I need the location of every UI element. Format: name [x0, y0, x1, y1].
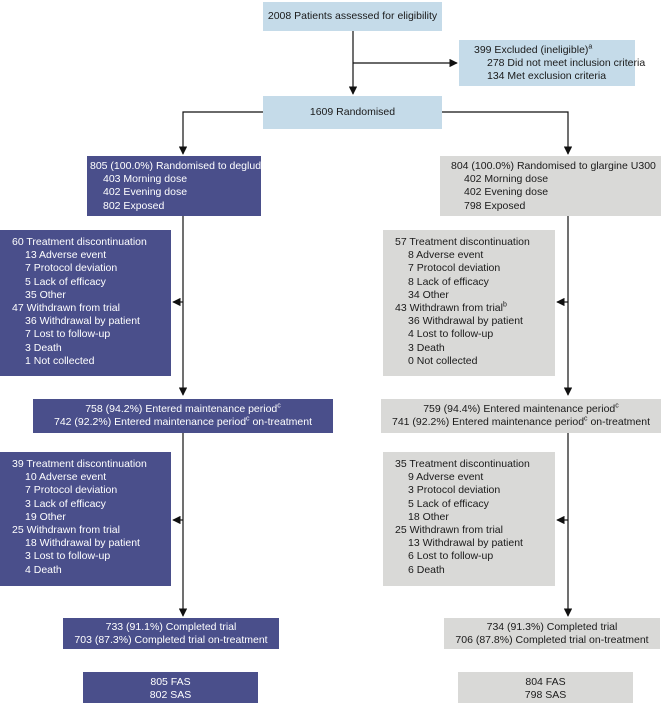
- left-completed-trial: 733 (91.1%) Completed trial: [105, 621, 237, 633]
- randomised-text: 1609 Randomised: [309, 106, 396, 118]
- right-arm-item: 798 Exposed: [464, 199, 526, 212]
- left-arm-box: 805 (100.0%) Randomised to degludec U200…: [87, 156, 301, 216]
- right-completed-on-treatment: 706 (87.8%) Completed trial on-treatment: [455, 634, 649, 647]
- right-disc2-title: 35 Treatment discontinuation: [395, 458, 530, 470]
- left-disc1-item: 13 Adverse event: [25, 249, 107, 262]
- right-maintenance-box: 759 (94.4%) Entered maintenance periodc …: [381, 399, 661, 433]
- left-disc2-item: 10 Adverse event: [25, 471, 107, 484]
- right-disc2-item: 18 Other: [408, 510, 449, 523]
- left-maintenance-entered: 758 (94.2%) Entered maintenance periodc: [85, 402, 281, 416]
- left-arm-item: 802 Exposed: [103, 199, 165, 212]
- left-disc2-withdrawn-item: 3 Lost to follow-up: [25, 550, 111, 563]
- right-disc1-title: 57 Treatment discontinuation: [395, 236, 530, 248]
- right-disc2-withdrawn-item: 13 Withdrawal by patient: [408, 537, 523, 550]
- right-disc1-withdrawn-item: 36 Withdrawal by patient: [408, 315, 523, 328]
- arrow-to-right-arm: [442, 111, 573, 155]
- left-completed-box: 733 (91.1%) Completed trial 703 (87.3%) …: [63, 618, 279, 649]
- right-arm-box: 804 (100.0%) Randomised to glargine U300…: [440, 156, 661, 216]
- right-disc1-item: 8 Lack of efficacy: [408, 275, 489, 288]
- right-disc1-item: 8 Adverse event: [408, 249, 484, 262]
- randomised-box: 1609 Randomised: [263, 96, 442, 129]
- right-completed-box: 734 (91.3%) Completed trial 706 (87.8%) …: [444, 618, 660, 649]
- right-completed-trial: 734 (91.3%) Completed trial: [486, 621, 618, 633]
- left-disc2-item: 3 Lack of efficacy: [25, 497, 106, 510]
- excluded-item: 134 Met exclusion criteria: [487, 70, 607, 83]
- left-disc1-title: 60 Treatment discontinuation: [12, 236, 147, 248]
- right-maintenance-on-treatment: 741 (92.2%) Entered maintenance periodc …: [392, 415, 650, 429]
- right-disc2-item: 5 Lack of efficacy: [408, 497, 489, 510]
- left-disc1-withdrawn-item: 3 Death: [25, 341, 62, 354]
- left-completed-on-treatment: 703 (87.3%) Completed trial on-treatment: [74, 634, 268, 647]
- left-discontinuation-2-box: 39 Treatment discontinuation 10 Adverse …: [0, 452, 171, 586]
- right-discontinuation-2-box: 35 Treatment discontinuation 9 Adverse e…: [383, 452, 555, 586]
- right-disc2-item: 9 Adverse event: [408, 471, 484, 484]
- right-disc1-item: 34 Other: [408, 288, 449, 301]
- left-disc1-withdrawn-item: 7 Lost to follow-up: [25, 328, 111, 341]
- right-disc2-item: 3 Protocol deviation: [408, 484, 501, 497]
- left-disc1-withdrawn: 47 Withdrawn from trial: [12, 302, 120, 315]
- left-disc2-item: 7 Protocol deviation: [25, 484, 118, 497]
- left-disc1-withdrawn-item: 1 Not collected: [25, 354, 95, 367]
- left-sas: 802 SAS: [149, 689, 192, 702]
- right-sas: 798 SAS: [524, 689, 567, 702]
- left-disc2-withdrawn-item: 18 Withdrawal by patient: [25, 537, 140, 550]
- right-disc2-withdrawn-item: 6 Death: [408, 563, 445, 576]
- left-disc1-item: 35 Other: [25, 288, 66, 301]
- right-arm-title: 804 (100.0%) Randomised to glargine U300: [451, 160, 656, 172]
- left-disc2-withdrawn: 25 Withdrawn from trial: [12, 524, 120, 537]
- left-analysis-box: 805 FAS 802 SAS: [83, 672, 258, 703]
- right-disc1-item: 7 Protocol deviation: [408, 262, 501, 275]
- left-disc2-item: 19 Other: [25, 510, 66, 523]
- right-analysis-box: 804 FAS 798 SAS: [458, 672, 633, 703]
- right-arm-item: 402 Evening dose: [464, 186, 549, 199]
- right-disc1-withdrawn-item: 4 Lost to follow-up: [408, 328, 494, 341]
- right-disc2-withdrawn-item: 6 Lost to follow-up: [408, 550, 494, 563]
- left-discontinuation-1-box: 60 Treatment discontinuation 13 Adverse …: [0, 230, 171, 376]
- excluded-title: 399 Excluded (ineligible)a: [474, 43, 593, 57]
- left-arm-item: 403 Morning dose: [103, 173, 188, 186]
- right-discontinuation-1-box: 57 Treatment discontinuation 8 Adverse e…: [383, 230, 555, 376]
- right-disc1-withdrawn-item: 0 Not collected: [408, 354, 478, 367]
- arrow-to-left-arm: [178, 111, 263, 155]
- right-disc1-withdrawn-item: 3 Death: [408, 341, 445, 354]
- left-disc2-title: 39 Treatment discontinuation: [12, 458, 147, 470]
- excluded-item: 278 Did not meet inclusion criteria: [487, 57, 646, 70]
- left-maintenance-box: 758 (94.2%) Entered maintenance periodc …: [33, 399, 333, 433]
- left-arm-title: 805 (100.0%) Randomised to degludec U200: [90, 160, 301, 172]
- left-disc2-withdrawn-item: 4 Death: [25, 563, 62, 576]
- left-disc1-item: 5 Lack of efficacy: [25, 275, 106, 288]
- right-disc1-withdrawn: 43 Withdrawn from trialb: [395, 301, 507, 315]
- left-arm-item: 402 Evening dose: [103, 186, 188, 199]
- excluded-box: 399 Excluded (ineligible)a 278 Did not m…: [459, 40, 646, 86]
- left-disc1-item: 7 Protocol deviation: [25, 262, 118, 275]
- right-arm-item: 402 Morning dose: [464, 173, 549, 186]
- left-maintenance-on-treatment: 742 (92.2%) Entered maintenance periodc …: [54, 415, 312, 429]
- assessed-box: 2008 Patients assessed for eligibility: [263, 2, 442, 31]
- right-fas: 804 FAS: [525, 676, 566, 688]
- left-disc1-withdrawn-item: 36 Withdrawal by patient: [25, 315, 140, 328]
- right-disc2-withdrawn: 25 Withdrawn from trial: [395, 524, 503, 537]
- left-fas: 805 FAS: [150, 676, 191, 688]
- right-maintenance-entered: 759 (94.4%) Entered maintenance periodc: [423, 402, 619, 416]
- assessed-text: 2008 Patients assessed for eligibility: [267, 10, 438, 22]
